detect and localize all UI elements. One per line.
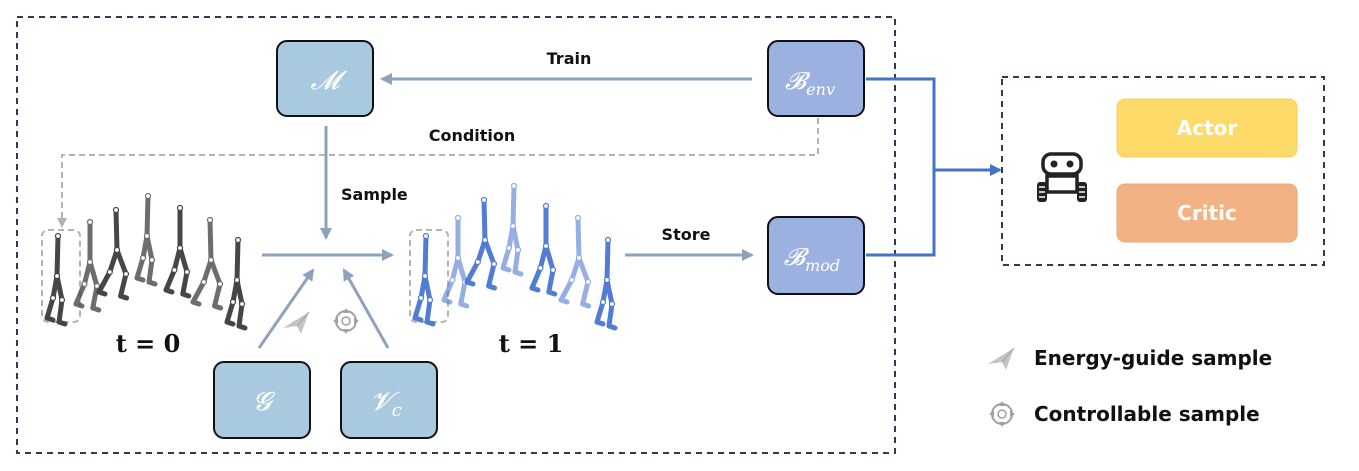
- buffer-env-box: [767, 40, 865, 117]
- guide-arrow: [257, 268, 315, 349]
- store-label: Store: [662, 225, 711, 244]
- walker-figure: [224, 236, 248, 331]
- legend-energy-icon: [988, 347, 1015, 370]
- walker-figure: [96, 206, 130, 301]
- train-label: Train: [547, 49, 592, 68]
- guide-box: [213, 361, 311, 439]
- t0-label: t = 0: [116, 329, 181, 358]
- walker-figure: [44, 232, 68, 327]
- legend-energy-label: Energy-guide sample: [1034, 346, 1272, 370]
- actor-box: [1116, 98, 1298, 158]
- walker-figure: [190, 216, 224, 311]
- condition-line: [57, 118, 819, 228]
- walker-figure: [73, 218, 102, 313]
- t1-label: t = 1: [499, 329, 564, 358]
- main-frame: [16, 16, 896, 454]
- target-circle-icon: [333, 308, 359, 334]
- critic-label: Critic: [1177, 201, 1237, 225]
- walker-figure: [594, 236, 618, 331]
- legend-control-icon: [989, 401, 1015, 427]
- walker-sequence-t1: [412, 182, 618, 331]
- buffer-mod-box: [767, 216, 865, 295]
- walker-figure: [412, 232, 436, 327]
- first-frame-highlight-t0: [41, 229, 81, 323]
- paper-plane-icon: [283, 311, 310, 334]
- sample-label: Sample: [341, 185, 408, 204]
- mod-link: [866, 170, 936, 257]
- walker-figure: [441, 214, 470, 309]
- env-link: [866, 77, 936, 170]
- walker-figure: [529, 202, 558, 297]
- condition-label: Condition: [429, 126, 516, 145]
- robot-icon: [1037, 152, 1087, 202]
- legend-control-label: Controllable sample: [1034, 402, 1260, 426]
- agent-frame: [1001, 76, 1325, 266]
- walker-figure: [558, 214, 592, 309]
- walker-figure: [163, 204, 192, 299]
- critic-box: [1116, 183, 1298, 243]
- model-box: [276, 40, 374, 117]
- value-box: [340, 361, 438, 439]
- buffer-mod-symbol: 𝓑mod: [784, 243, 840, 275]
- first-frame-highlight-t1: [409, 229, 449, 323]
- walker-figure: [500, 182, 524, 277]
- walker-figure: [134, 192, 158, 287]
- value-arrow: [342, 268, 390, 349]
- guide-symbol: 𝓖: [253, 387, 276, 417]
- walker-figure: [464, 196, 498, 291]
- walker-sequence-t0: [44, 192, 248, 331]
- actor-label: Actor: [1177, 116, 1238, 140]
